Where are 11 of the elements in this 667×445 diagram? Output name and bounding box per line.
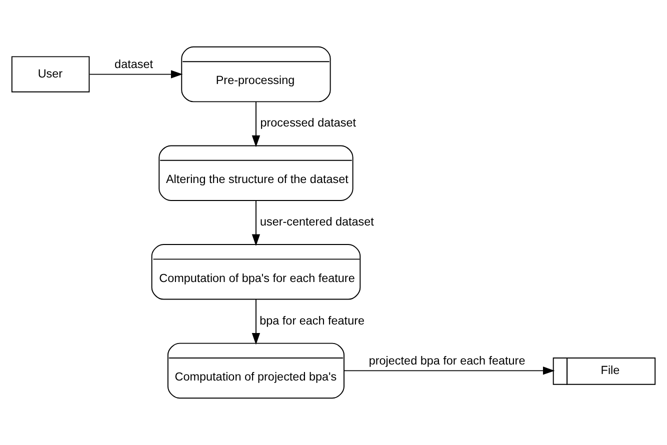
arrow <box>252 200 260 246</box>
edge-label: dataset <box>114 58 154 72</box>
edge-label: processed dataset <box>260 116 356 130</box>
edge-label: user-centered dataset <box>260 216 374 229</box>
arrow <box>89 70 183 78</box>
arrow <box>252 298 260 345</box>
node-box: User <box>11 56 90 92</box>
edge-label: bpa for each feature <box>260 314 365 328</box>
arrow <box>344 366 555 375</box>
arrow <box>252 101 260 148</box>
edge-label: projected bpa for each feature <box>368 354 526 368</box>
